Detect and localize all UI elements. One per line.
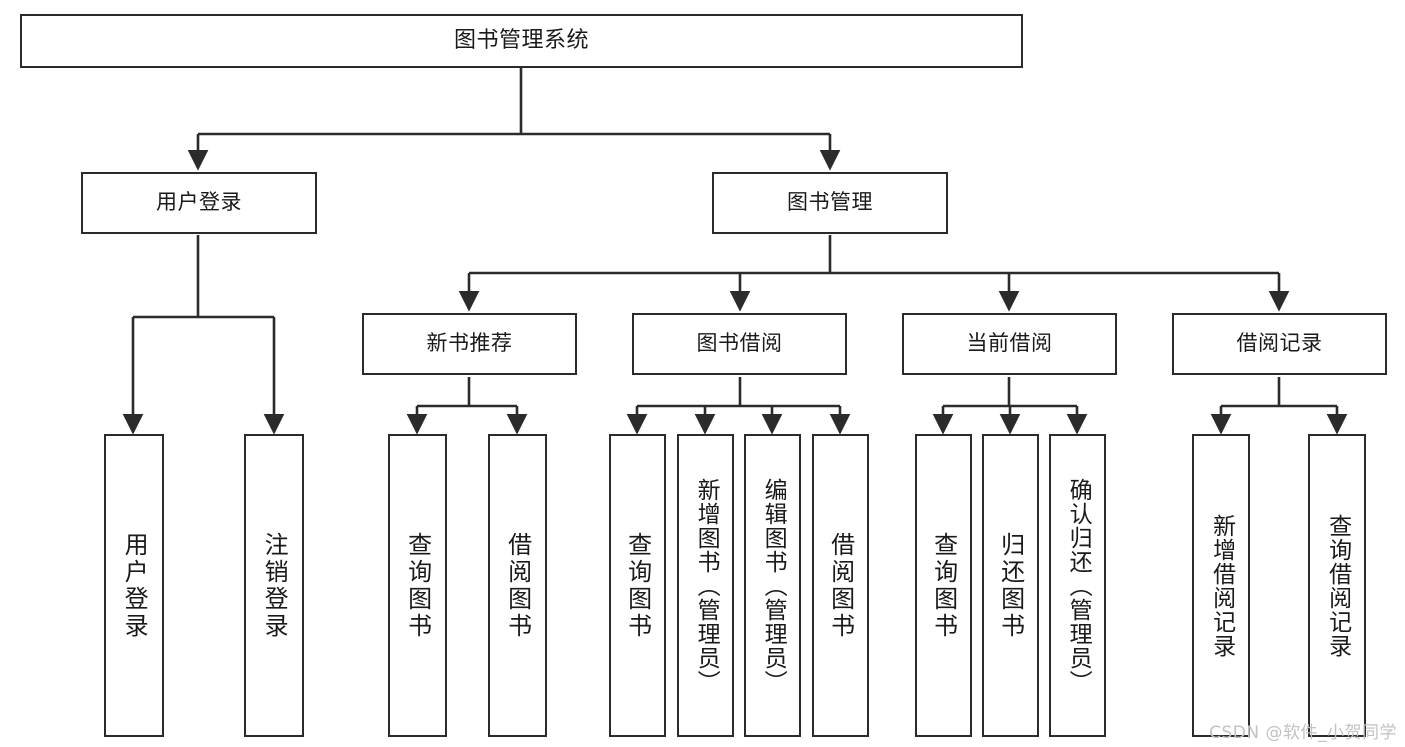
- node-leaf-user-login[interactable]: 用户登录: [104, 434, 164, 737]
- node-leaf-logout[interactable]: 注销登录: [244, 434, 304, 737]
- node-label: 借阅图书: [503, 531, 532, 640]
- node-leaf-borrow-book[interactable]: 借阅图书: [812, 434, 869, 737]
- node-label: 借阅图书: [826, 531, 855, 640]
- node-user-login[interactable]: 用户登录: [81, 172, 317, 234]
- node-label: 查询图书: [623, 531, 652, 640]
- node-label: 用户登录: [156, 190, 242, 215]
- node-leaf-query-book-borrow[interactable]: 查询图书: [609, 434, 666, 737]
- node-label: 当前借阅: [966, 331, 1053, 356]
- node-leaf-confirm-return[interactable]: 确认归还（管理员）: [1049, 434, 1106, 737]
- node-leaf-return-book[interactable]: 归还图书: [982, 434, 1039, 737]
- node-borrow-record[interactable]: 借阅记录: [1172, 313, 1387, 375]
- node-book-management[interactable]: 图书管理: [712, 172, 948, 234]
- node-book-borrow[interactable]: 图书借阅: [632, 313, 847, 375]
- node-current-borrow[interactable]: 当前借阅: [902, 313, 1117, 375]
- node-label: 用户登录: [120, 531, 149, 640]
- node-label: 图书管理: [787, 190, 873, 215]
- node-label: 查询图书: [929, 531, 958, 640]
- node-leaf-add-book[interactable]: 新增图书（管理员）: [677, 434, 734, 737]
- csdn-watermark: CSDN @软件_小贺同学: [1209, 723, 1397, 743]
- node-leaf-query-record[interactable]: 查询借阅记录: [1308, 434, 1366, 737]
- node-label: 查询借阅记录: [1324, 513, 1351, 658]
- node-label: 借阅记录: [1236, 331, 1323, 356]
- node-label: 新增图书（管理员）: [693, 477, 720, 694]
- node-label: 查询图书: [403, 531, 432, 640]
- node-leaf-query-book-current[interactable]: 查询图书: [915, 434, 972, 737]
- node-root-system[interactable]: 图书管理系统: [20, 14, 1023, 68]
- node-label: 确认归还（管理员）: [1065, 477, 1092, 694]
- node-label: 编辑图书（管理员）: [760, 477, 787, 694]
- node-leaf-add-record[interactable]: 新增借阅记录: [1192, 434, 1250, 737]
- node-label: 归还图书: [996, 531, 1025, 640]
- node-label: 新书推荐: [426, 331, 513, 356]
- node-label: 注销登录: [260, 531, 289, 640]
- node-new-book-recommend[interactable]: 新书推荐: [362, 313, 577, 375]
- node-label: 图书借阅: [696, 331, 783, 356]
- node-leaf-borrow-book-recommend[interactable]: 借阅图书: [488, 434, 547, 737]
- node-leaf-edit-book[interactable]: 编辑图书（管理员）: [744, 434, 801, 737]
- node-leaf-query-book-recommend[interactable]: 查询图书: [388, 434, 447, 737]
- node-label: 新增借阅记录: [1208, 513, 1235, 658]
- node-label: 图书管理系统: [453, 27, 589, 53]
